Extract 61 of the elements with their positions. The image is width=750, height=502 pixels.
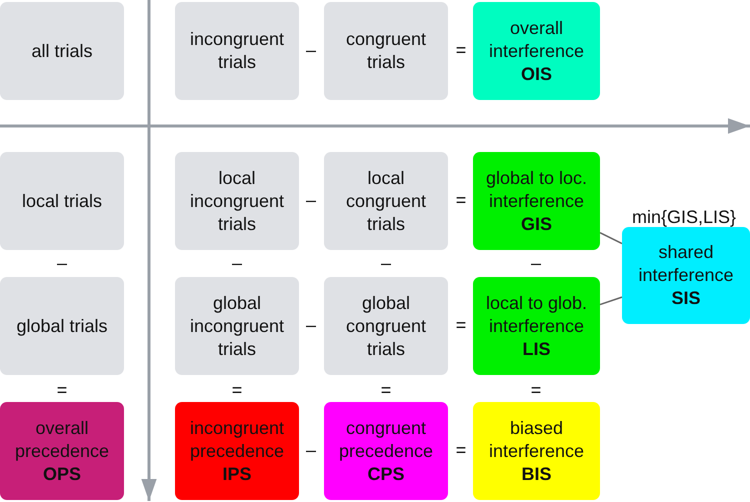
box-label: overall precedence — [14, 416, 110, 462]
measure-abbreviation: SIS — [671, 287, 700, 310]
trial-set-box — [324, 152, 448, 250]
operator-sign: – — [306, 440, 316, 460]
box-label: local congruent trials — [344, 166, 428, 236]
trial-set-box — [175, 152, 299, 250]
box-label: incongruent precedence — [188, 416, 286, 462]
measure-box — [324, 402, 448, 500]
box-label: global to loc. interference — [484, 166, 588, 212]
measure-abbreviation: LIS — [522, 338, 550, 360]
operator-sign: – — [232, 253, 242, 273]
formula-label: min{GIS,LIS} — [632, 207, 736, 227]
measure-abbreviation: CPS — [367, 462, 404, 486]
trial-set-box — [324, 2, 448, 100]
operator-sign: = — [530, 380, 542, 400]
box-label: global congruent trials — [344, 292, 428, 360]
operator-sign: = — [456, 40, 466, 60]
box-label: congruent precedence — [338, 416, 434, 462]
operator-sign: – — [306, 190, 316, 210]
operator-sign: = — [380, 380, 392, 400]
box-label: shared interference — [637, 241, 735, 287]
box-label: congruent trials — [344, 28, 428, 74]
trial-set-box — [0, 152, 124, 250]
measure-abbreviation: OIS — [520, 62, 552, 86]
trial-set-box — [175, 2, 299, 100]
measure-box — [622, 227, 750, 324]
box-label: overall interference — [488, 16, 586, 62]
operator-sign: = — [456, 315, 466, 335]
box-label: global trials — [16, 314, 108, 338]
box-label: incongruent trials — [188, 28, 286, 74]
connector-line — [600, 296, 622, 306]
box-label: local trials — [22, 190, 102, 212]
box-label: biased interference — [488, 416, 586, 462]
measure-box — [473, 277, 600, 375]
measure-abbreviation: GIS — [520, 212, 552, 236]
operator-sign: – — [306, 315, 316, 335]
measure-abbreviation: OPS — [42, 462, 81, 486]
box-label: all trials — [31, 40, 92, 62]
operator-sign: – — [531, 253, 541, 273]
trial-set-box — [324, 277, 448, 375]
measure-box — [473, 152, 600, 250]
trial-set-box — [0, 2, 124, 100]
operator-sign: = — [456, 190, 466, 210]
connector-line — [600, 232, 622, 244]
operator-sign: – — [306, 40, 316, 60]
box-label: local incongruent trials — [188, 166, 286, 236]
trial-set-box — [0, 277, 124, 375]
measure-box — [473, 2, 600, 100]
box-label: local to glob. interference — [484, 292, 588, 338]
operator-sign: = — [456, 440, 466, 460]
trial-set-box — [175, 277, 299, 375]
measure-box — [175, 402, 299, 500]
measure-box — [473, 402, 600, 500]
operator-sign: = — [232, 380, 242, 400]
operator-sign: – — [381, 253, 391, 273]
operator-sign: – — [57, 253, 67, 273]
measure-box — [0, 402, 124, 500]
operator-sign: = — [56, 380, 68, 400]
measure-abbreviation: IPS — [222, 462, 252, 486]
measure-abbreviation: BIS — [521, 462, 552, 486]
box-label: global incongruent trials — [188, 292, 286, 360]
